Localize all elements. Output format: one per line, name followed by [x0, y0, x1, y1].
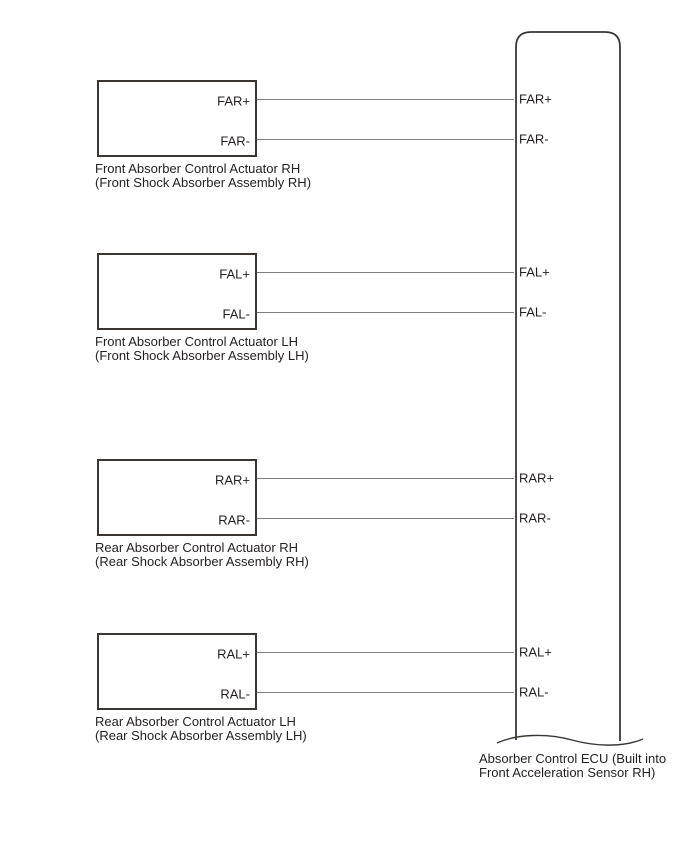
pin-label-ral-plus: RAL+	[217, 646, 250, 662]
caption-rear-rh-line2: (Rear Shock Absorber Assembly RH)	[95, 554, 309, 569]
pin-label-ral-minus: RAL-	[220, 686, 250, 702]
wire-far-plus	[257, 99, 514, 100]
wire-ral-plus	[257, 652, 514, 653]
caption-rear-rh-line1: Rear Absorber Control Actuator RH	[95, 540, 299, 555]
actuator-box-front-rh: FAR+ FAR-	[97, 80, 257, 157]
wire-ral-minus	[257, 692, 514, 693]
caption-front-lh: Front Absorber Control Actuator LH (Fron…	[95, 335, 309, 363]
caption-front-rh-line2: (Front Shock Absorber Assembly RH)	[95, 175, 312, 190]
ecu-pin-label-rar-minus: RAR-	[519, 510, 551, 526]
ecu-pin-label-ral-minus: RAL-	[519, 684, 549, 700]
ecu-pin-label-fal-plus: FAL+	[519, 264, 550, 280]
ecu-pin-label-ral-plus: RAL+	[519, 644, 552, 660]
caption-rear-lh-line2: (Rear Shock Absorber Assembly LH)	[95, 728, 307, 743]
ecu-body-outline	[515, 31, 621, 741]
ecu-caption-line1: Absorber Control ECU (Built into	[479, 751, 667, 766]
caption-rear-lh-line1: Rear Absorber Control Actuator LH	[95, 714, 296, 729]
caption-front-lh-line1: Front Absorber Control Actuator LH	[95, 334, 299, 349]
ecu-pin-label-rar-plus: RAR+	[519, 470, 555, 486]
actuator-box-rear-rh: RAR+ RAR-	[97, 459, 257, 536]
caption-front-rh: Front Absorber Control Actuator RH (Fron…	[95, 162, 311, 190]
caption-front-rh-line1: Front Absorber Control Actuator RH	[95, 161, 301, 176]
ecu-pin-label-far-plus: FAR+	[519, 91, 552, 107]
caption-rear-rh: Rear Absorber Control Actuator RH (Rear …	[95, 541, 309, 569]
ecu-caption-line2: Front Acceleration Sensor RH)	[479, 765, 656, 780]
pin-label-rar-plus: RAR+	[214, 472, 250, 488]
wire-fal-plus	[257, 272, 514, 273]
ecu-torn-edge-wave	[496, 734, 644, 746]
pin-label-far-minus: FAR-	[220, 133, 250, 149]
caption-rear-lh: Rear Absorber Control Actuator LH (Rear …	[95, 715, 307, 743]
pin-label-rar-minus: RAR-	[218, 512, 250, 528]
pin-label-fal-plus: FAL+	[219, 266, 250, 282]
actuator-box-front-lh: FAL+ FAL-	[97, 253, 257, 330]
ecu-pin-label-fal-minus: FAL-	[519, 304, 547, 320]
wire-far-minus	[257, 139, 514, 140]
ecu-pin-label-far-minus: FAR-	[519, 131, 549, 147]
actuator-box-rear-lh: RAL+ RAL-	[97, 633, 257, 710]
ecu-caption: Absorber Control ECU (Built into Front A…	[479, 752, 666, 780]
caption-front-lh-line2: (Front Shock Absorber Assembly LH)	[95, 348, 309, 363]
wire-fal-minus	[257, 312, 514, 313]
wire-rar-minus	[257, 518, 514, 519]
pin-label-fal-minus: FAL-	[222, 306, 250, 322]
pin-label-far-plus: FAR+	[217, 93, 250, 109]
wire-rar-plus	[257, 478, 514, 479]
